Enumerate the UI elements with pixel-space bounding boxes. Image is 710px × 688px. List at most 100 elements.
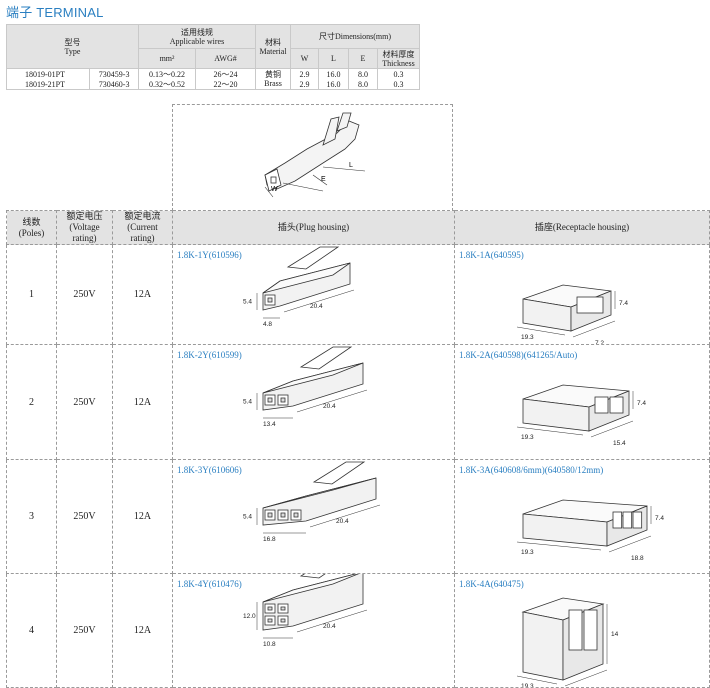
wires-header-cn: 适用线规 xyxy=(181,27,213,37)
current-header-cn: 额定电流 xyxy=(124,211,161,221)
receptacle-height-dim: 14 xyxy=(611,631,619,638)
l-value: 16.0 xyxy=(318,79,349,90)
voltage-header: 额定电压 (Voltage rating) xyxy=(56,210,113,245)
thickness-header: 材料厚度 Thickness xyxy=(377,48,420,69)
terminal-spec-table: 型号 Type 适用线规 Applicable wires 材料 Materia… xyxy=(5,24,420,90)
plug-height-dim: 12.0 xyxy=(243,613,256,620)
poles-cell: 3 xyxy=(6,459,57,574)
plug-housing-drawing: 5.44.820.4 xyxy=(243,246,355,328)
receptacle-part-number: 1.8K-1A(640595) xyxy=(459,250,524,260)
mm2-value: 0.13～0.22 xyxy=(138,68,196,79)
voltage-cell: 250V xyxy=(56,573,113,688)
l-value: 16.0 xyxy=(318,68,349,79)
current-cell: 12A xyxy=(112,573,173,688)
dim-e-label: E xyxy=(321,176,326,183)
plug-width-dim: 16.8 xyxy=(263,536,276,543)
terminal-drawing-frame: W E L xyxy=(172,104,453,211)
e-header: E xyxy=(348,48,378,69)
receptacle-width-dim: 15.4 xyxy=(613,440,626,447)
current-cell: 12A xyxy=(112,344,173,460)
receptacle-height-dim: 7.4 xyxy=(619,300,628,307)
plug-width-dim: 13.4 xyxy=(263,421,276,428)
thickness-header-cn: 材料厚度 xyxy=(382,49,415,59)
part-number: 18019-21PT xyxy=(5,79,91,90)
type-header-en: Type xyxy=(64,46,81,56)
receptacle-housing-drawing-area: 1.8K-4A(640475)19.31412.8 xyxy=(455,574,709,687)
housing-table-header: 线数 (Poles) 额定电压 (Voltage rating) 额定电流 (C… xyxy=(6,210,710,245)
material-header: 材料 Material xyxy=(255,24,291,69)
material-header-cn: 材料 xyxy=(265,37,281,47)
part-code: 730459-3 xyxy=(89,68,139,79)
awg-value: 22～20 xyxy=(195,79,256,90)
plug-part-number: 1.8K-4Y(610476) xyxy=(177,579,242,589)
current-cell: 12A xyxy=(112,459,173,574)
receptacle-housing-drawing: 19.37.415.4 xyxy=(516,384,646,447)
material-header-en: Material xyxy=(259,46,287,56)
housing-table: 线数 (Poles) 额定电压 (Voltage rating) 额定电流 (C… xyxy=(6,210,710,688)
voltage-cell: 250V xyxy=(56,344,113,460)
receptacle-part-number: 1.8K-3A(640608/6mm)(640580/12mm) xyxy=(459,465,604,475)
plug-part-number: 1.8K-1Y(610596) xyxy=(177,250,242,260)
receptacle-housing-drawing: 19.31412.8 xyxy=(516,597,619,687)
plug-height-dim: 5.4 xyxy=(243,299,252,306)
mm2-value: 0.32～0.52 xyxy=(138,79,196,90)
voltage-cell: 250V xyxy=(56,459,113,574)
plug-height-dim: 5.4 xyxy=(243,514,252,521)
plug-length-dim: 20.4 xyxy=(323,403,336,410)
plug-height-dim: 5.4 xyxy=(243,399,252,406)
awg-value: 26～24 xyxy=(195,68,256,79)
receptacle-height-dim: 7.4 xyxy=(637,400,646,407)
page-title: 端子 TERMINAL xyxy=(6,5,104,20)
w-value: 2.9 xyxy=(290,79,319,90)
receptacle-part-number: 1.8K-2A(640598)(641265/Auto) xyxy=(459,350,578,360)
receptacle-length-dim: 19.3 xyxy=(521,683,534,687)
material-value-cn: 黄铜 xyxy=(265,70,281,79)
plug-housing-drawing: 5.4 13.4 20.4 xyxy=(243,346,368,428)
receptacle-length-dim: 19.3 xyxy=(521,334,534,341)
plug-housing-drawing: 12.010.820.4 xyxy=(243,574,368,648)
dim-w-label: W xyxy=(271,186,278,193)
poles-header: 线数 (Poles) xyxy=(6,210,57,245)
table-row: 18019-01PT 730459-3 0.13～0.22 26～24 黄铜 B… xyxy=(5,68,420,90)
plug-length-dim: 20.4 xyxy=(336,518,349,525)
current-header-en2: rating) xyxy=(130,233,155,243)
table-row: 18019-21PT 730460-3 0.32～0.52 22～20 2.9 … xyxy=(5,79,420,90)
receptacle-length-dim: 19.3 xyxy=(521,549,534,556)
current-header-en1: (Current xyxy=(127,222,158,232)
receptacle-housing-drawing: 19.37.418.8 xyxy=(516,499,664,562)
receptacle-height-dim: 7.4 xyxy=(655,515,664,522)
voltage-header-en1: (Voltage xyxy=(69,222,100,232)
voltage-cell: 250V xyxy=(56,244,113,345)
receptacle-housing-cell: 1.8K-4A(640475)19.31412.8 xyxy=(454,573,710,688)
receptacle-housing-drawing: 19.37.47.2 xyxy=(516,284,628,344)
receptacle-header: 插座(Receptacle housing) xyxy=(454,210,710,245)
plug-header: 插头(Plug housing) xyxy=(172,210,455,245)
part-number: 18019-01PT xyxy=(5,68,91,79)
thickness-value: 0.3 xyxy=(377,68,420,79)
material-value-en: Brass xyxy=(264,79,282,88)
mm2-header: mm² xyxy=(138,48,196,69)
plug-length-dim: 20.4 xyxy=(310,303,323,310)
poles-cell: 1 xyxy=(6,244,57,345)
voltage-header-cn: 额定电压 xyxy=(66,211,103,221)
poles-header-cn: 线数 xyxy=(22,216,41,227)
dim-l-label: L xyxy=(349,162,353,169)
material-value: 黄铜 Brass xyxy=(255,68,291,90)
receptacle-part-number: 1.8K-4A(640475) xyxy=(459,579,524,589)
terminal-drawing: W E L xyxy=(264,112,366,198)
